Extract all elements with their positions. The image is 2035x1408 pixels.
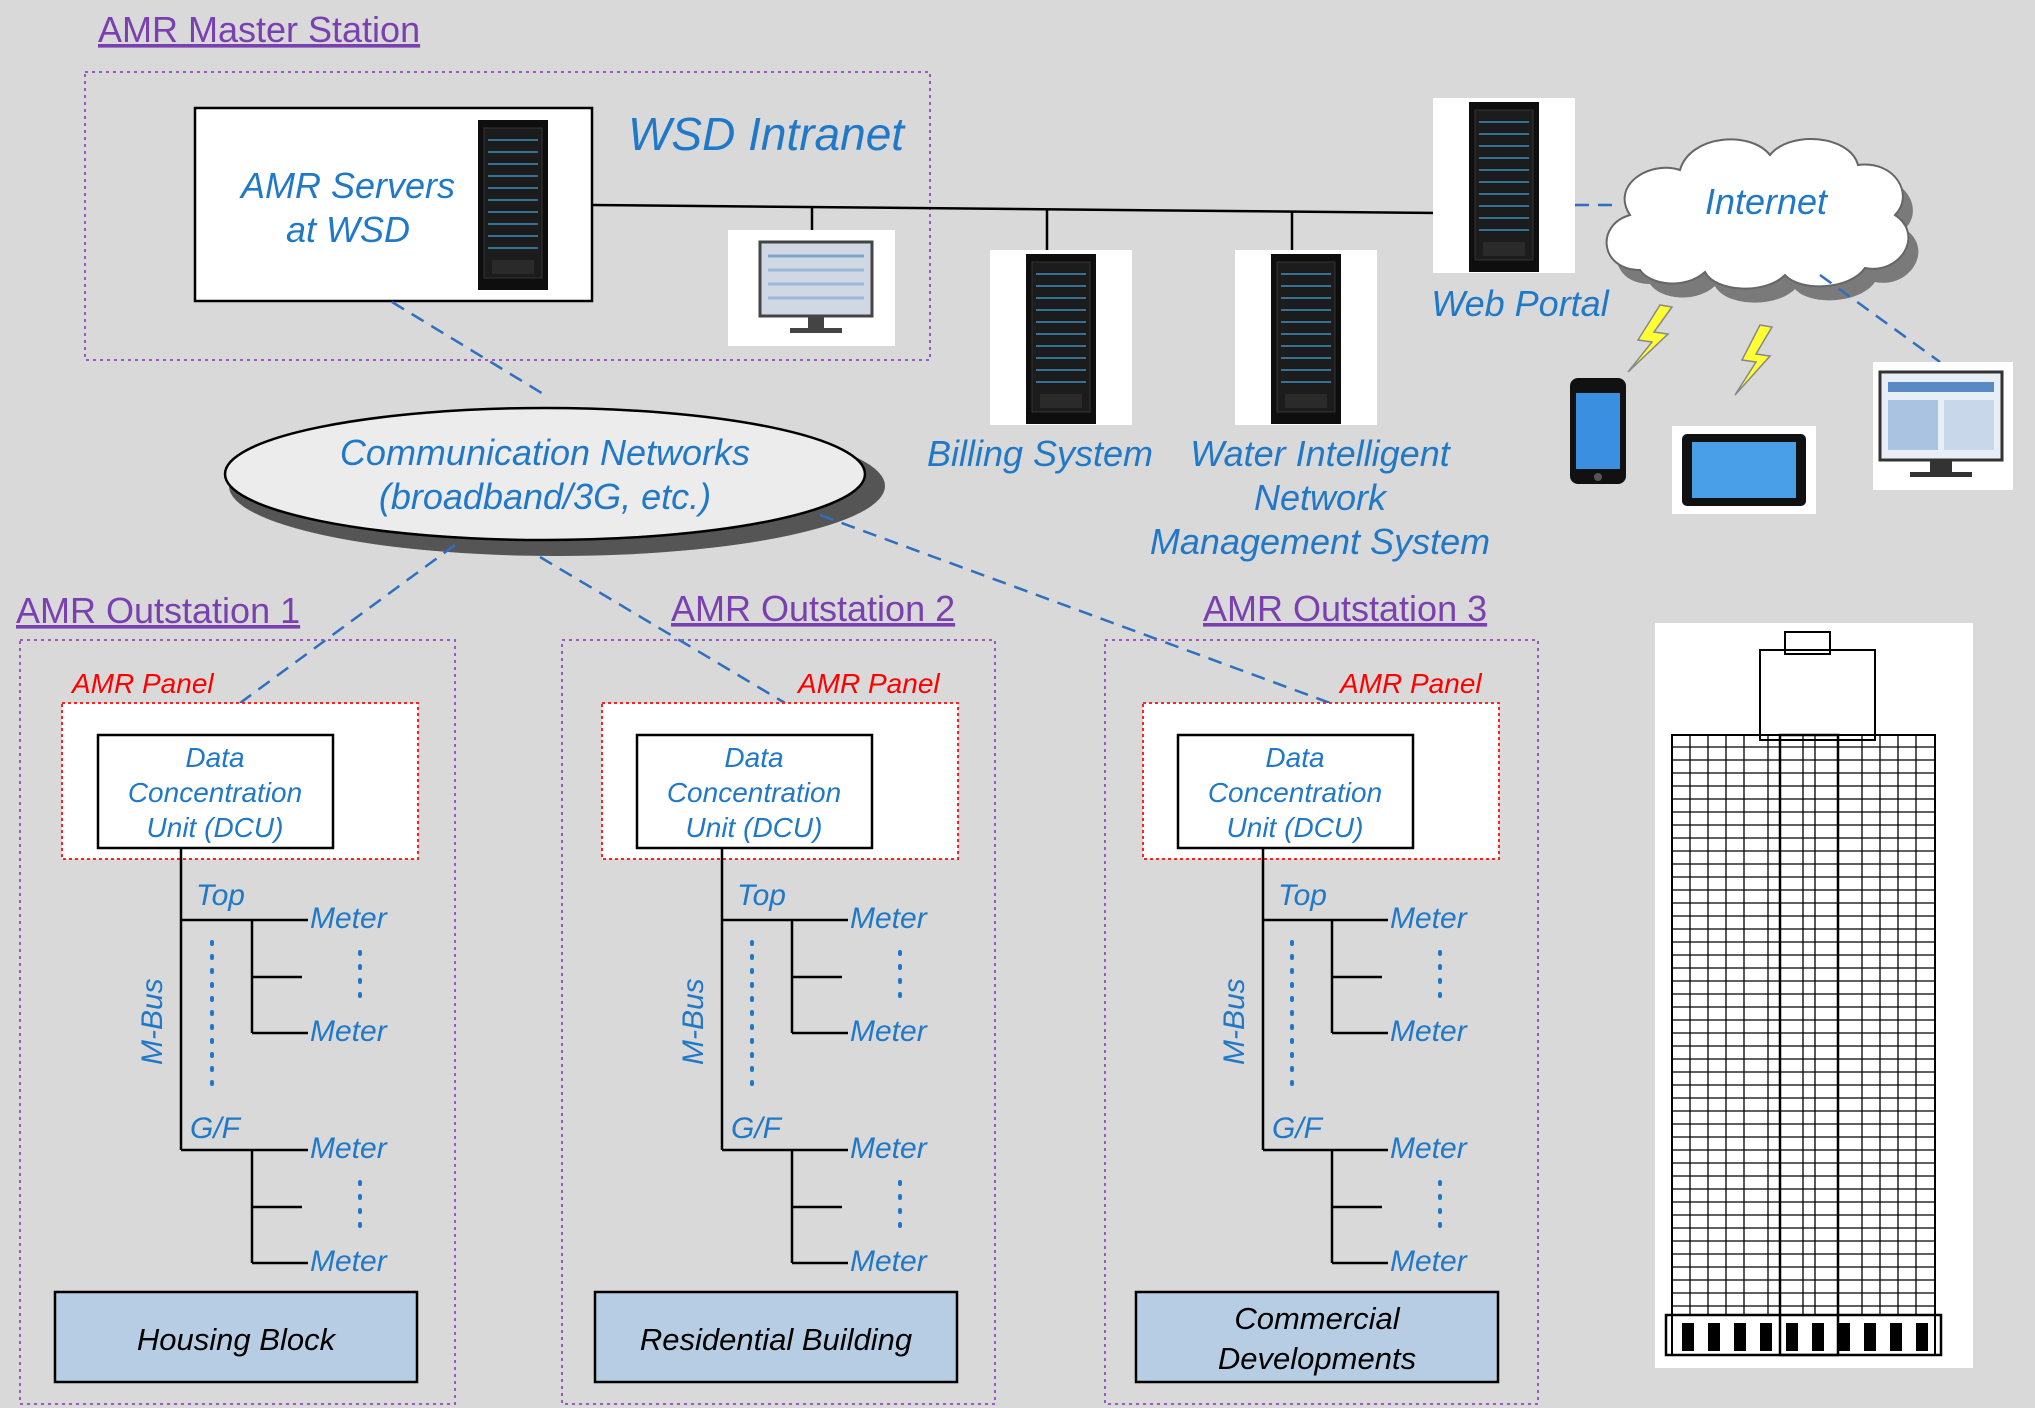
intranet-backbone-line	[591, 203, 1441, 215]
amr-servers-label-2: at WSD	[286, 209, 410, 250]
ground-floor-label: G/F	[731, 1112, 783, 1145]
mbus-label: M-Bus	[136, 978, 169, 1065]
meter-label: Meter	[1390, 902, 1468, 935]
outstation-2-title: AMR Outstation 2	[671, 588, 955, 629]
dcu-label-1: Data	[724, 742, 783, 773]
dcu-label-1: Data	[1265, 742, 1324, 773]
outstation-1: AMR Outstation 1 AMR Panel Data Concentr…	[16, 590, 456, 1405]
servers-network-link	[391, 300, 546, 397]
outstation-3-title: AMR Outstation 3	[1203, 588, 1487, 629]
web-portal-label: Web Portal	[1431, 283, 1609, 324]
lightning-bolt-icon	[1734, 324, 1774, 396]
dcu-label-2: Concentration	[1208, 777, 1382, 808]
communication-networks-ellipse	[223, 406, 867, 542]
meter-label: Meter	[310, 1245, 388, 1278]
tablet-icon	[1682, 434, 1806, 506]
amr-servers-label-1: AMR Servers	[239, 165, 455, 206]
dcu-label-2: Concentration	[667, 777, 841, 808]
wsd-intranet-label: WSD Intranet	[628, 108, 906, 160]
building-type-box	[593, 1290, 959, 1384]
ground-floor-label: G/F	[190, 1112, 242, 1145]
building-type-label-1: Housing Block	[137, 1322, 337, 1357]
meter-label: Meter	[850, 902, 928, 935]
outstation-3: AMR Outstation 3 AMR Panel Data Concentr…	[1104, 588, 1539, 1405]
building-type-box	[53, 1290, 419, 1384]
dcu-box	[96, 733, 335, 850]
amr-panel-label: AMR Panel	[1338, 668, 1482, 699]
amr-panel-label: AMR Panel	[796, 668, 940, 699]
master-station-title: AMR Master Station	[98, 9, 420, 50]
meter-label: Meter	[850, 1015, 928, 1048]
meter-label: Meter	[310, 902, 388, 935]
wins-label-2: Network	[1254, 477, 1388, 518]
top-floor-label: Top	[737, 879, 786, 912]
outstation-2-boundary	[561, 639, 996, 1405]
meter-label: Meter	[850, 1245, 928, 1278]
web-portal-server-icon	[1468, 101, 1540, 273]
top-floor-label: Top	[1278, 879, 1327, 912]
outstation-2: AMR Outstation 2 AMR Panel Data Concentr…	[561, 588, 996, 1405]
network-label-2: (broadband/3G, etc.)	[379, 476, 711, 517]
dcu-label-3: Unit (DCU)	[147, 812, 284, 843]
outstation-1-boundary	[19, 639, 456, 1405]
billing-server-icon	[1025, 253, 1097, 425]
dcu-box	[1176, 733, 1415, 850]
wins-label-1: Water Intelligent	[1190, 433, 1451, 474]
dcu-label-2: Concentration	[128, 777, 302, 808]
mbus-label: M-Bus	[1218, 978, 1251, 1065]
dcu-label-3: Unit (DCU)	[686, 812, 823, 843]
meter-label: Meter	[310, 1132, 388, 1165]
building-type-box	[1134, 1290, 1500, 1384]
master-station-boundary	[84, 71, 931, 361]
dcu-label-1: Data	[185, 742, 244, 773]
dcu-label-3: Unit (DCU)	[1227, 812, 1364, 843]
meter-label: Meter	[310, 1015, 388, 1048]
outstation-1-title: AMR Outstation 1	[16, 590, 300, 631]
building-type-label-1: Residential Building	[640, 1322, 912, 1357]
ground-floor-label: G/F	[1272, 1112, 1324, 1145]
internet-desktop-link	[1819, 273, 1941, 364]
lightning-bolt-icon	[1627, 304, 1674, 373]
amr-panel-label: AMR Panel	[70, 668, 214, 699]
meter-label: Meter	[850, 1132, 928, 1165]
meter-label: Meter	[1390, 1245, 1468, 1278]
wins-label-3: Management System	[1150, 521, 1490, 562]
high-rise-building-drawing	[1664, 631, 1943, 1357]
mbus-label: M-Bus	[677, 978, 710, 1065]
network-label-1: Communication Networks	[340, 432, 750, 473]
top-floor-label: Top	[196, 879, 245, 912]
outstation-3-boundary	[1104, 639, 1539, 1405]
building-type-label-1: Commercial	[1234, 1301, 1400, 1336]
workstation-monitor-icon	[758, 240, 874, 333]
desktop-monitor-icon	[1878, 370, 2004, 477]
dcu-box	[635, 733, 874, 850]
meter-label: Meter	[1390, 1132, 1468, 1165]
internet-label: Internet	[1705, 181, 1829, 222]
building-type-label-2: Developments	[1218, 1341, 1416, 1376]
network-outstation2-link	[539, 555, 786, 705]
wins-server-icon	[1270, 253, 1342, 425]
meter-label: Meter	[1390, 1015, 1468, 1048]
billing-system-label: Billing System	[927, 433, 1153, 474]
amr-server-icon	[477, 119, 549, 291]
internet-cloud-icon	[1605, 138, 1910, 290]
smartphone-icon	[1570, 378, 1626, 484]
